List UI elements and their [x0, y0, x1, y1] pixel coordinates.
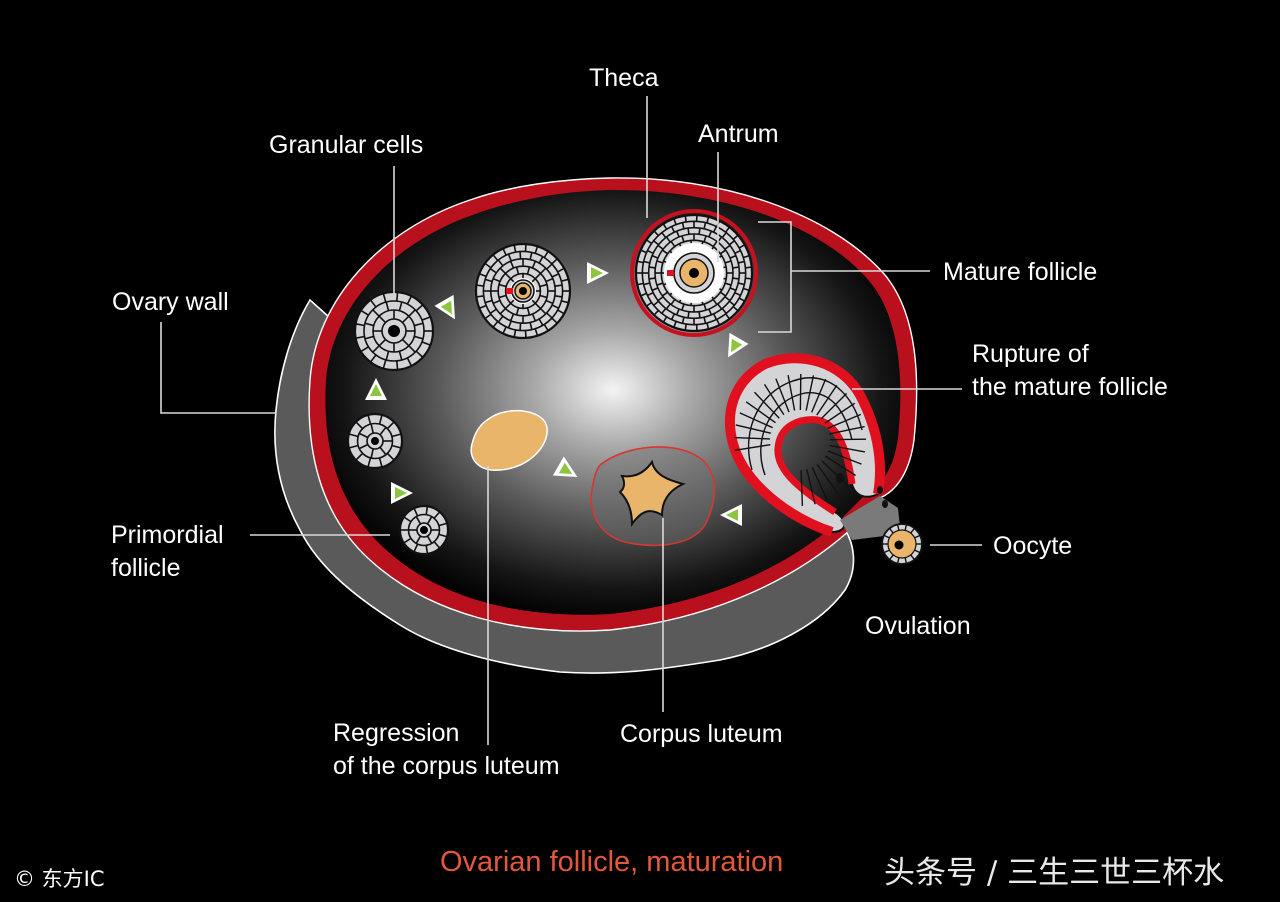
arrow-icon — [391, 482, 413, 504]
secondary-follicle — [353, 290, 435, 372]
label-regression-line1: Regression — [333, 719, 459, 747]
label-corpus-luteum: Corpus luteum — [620, 720, 783, 748]
label-oocyte: Oocyte — [993, 532, 1072, 560]
diagram-title: Ovarian follicle, maturation — [440, 846, 783, 878]
leader-mature-follicle — [758, 221, 792, 333]
cumulus-marker — [667, 270, 674, 276]
leader-ovary-wall — [160, 322, 276, 414]
arrow-icon — [552, 456, 578, 477]
arrow-icon — [434, 294, 455, 320]
corpus-luteum — [590, 446, 716, 547]
nucleus — [371, 437, 379, 445]
label-ovary-wall: Ovary wall — [112, 288, 229, 316]
tertiary-follicle — [474, 242, 572, 340]
label-theca: Theca — [589, 64, 659, 92]
label-rupture-line2: the mature follicle — [972, 373, 1168, 401]
regressed-corpus-luteum — [470, 410, 548, 471]
theca-layer — [630, 209, 758, 337]
label-antrum: Antrum — [698, 120, 779, 148]
nucleus — [894, 540, 904, 550]
label-granular-cells: Granular cells — [269, 131, 423, 159]
label-rupture-line1: Rupture of — [972, 340, 1089, 368]
label-mature-follicle: Mature follicle — [943, 258, 1097, 286]
arrow-icon — [365, 378, 387, 400]
nucleus — [689, 268, 699, 278]
label-primordial-line1: Primordial — [111, 521, 224, 549]
arrow-icon — [720, 504, 742, 526]
nucleus — [420, 526, 428, 534]
nucleus — [388, 325, 400, 337]
primordial-follicle — [398, 504, 450, 556]
released-oocyte — [881, 523, 923, 565]
cumulus-marker — [506, 288, 513, 294]
label-ovulation: Ovulation — [865, 612, 971, 640]
label-regression-line2: of the corpus luteum — [333, 752, 560, 780]
arrow-icon — [728, 332, 749, 358]
image-credit: © 东方IC — [14, 867, 105, 891]
label-primordial-line2: follicle — [111, 554, 180, 582]
watermark: 头条号 / 三生三世三杯水 — [884, 855, 1224, 891]
maturation-arrows — [365, 262, 749, 526]
ovary-interior — [325, 189, 901, 615]
primary-follicle — [346, 412, 404, 470]
leader-lines — [160, 96, 982, 745]
nucleus — [519, 287, 527, 295]
ruptured-follicle — [724, 353, 900, 540]
mature-follicle — [630, 209, 758, 337]
arrow-icon — [587, 262, 609, 284]
